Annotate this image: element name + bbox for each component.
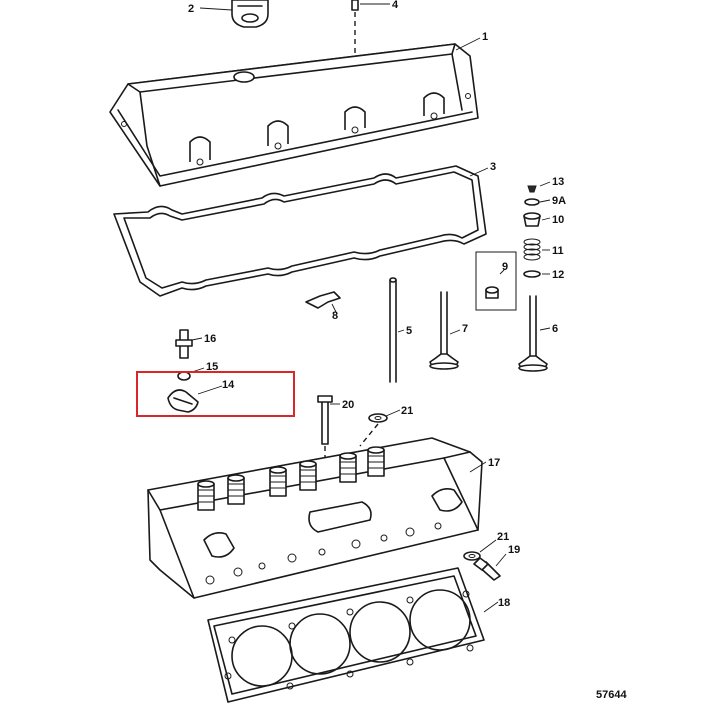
callout-20: 20 [342,399,354,411]
part-15-pivot-ball[interactable] [177,371,191,381]
part-4-bolt[interactable] [351,0,359,11]
part-1-rocker-cover[interactable] [109,43,479,187]
figure-number: 57644 [596,689,627,701]
callout-3: 3 [490,161,496,173]
callout-16: 16 [204,333,216,345]
callout-17: 17 [488,457,500,469]
part-2-oil-filler-cap[interactable] [231,0,269,28]
callout-21-lower: 21 [497,531,509,543]
callout-4: 4 [392,0,399,11]
callout-10: 10 [552,214,564,226]
callout-14: 14 [222,379,235,391]
callout-6: 6 [552,323,558,335]
callout-11: 11 [552,245,564,257]
callout-13: 13 [552,176,564,188]
callout-18: 18 [498,597,510,609]
part-9-valve-seal-box[interactable] [475,251,517,311]
part-12-shim[interactable] [523,270,541,278]
part-14-rocker-arm[interactable] [167,389,199,413]
part-16-rocker-stud[interactable] [175,329,193,359]
part-21-washer-upper[interactable] [368,413,388,423]
part-21-washer-lower[interactable] [463,551,481,561]
callout-9a: 9A [552,195,566,207]
callout-9: 9 [502,261,508,273]
callout-1: 1 [482,31,488,43]
part-6-valve[interactable] [518,295,548,372]
part-3-cover-gasket[interactable] [113,165,487,297]
callout-5: 5 [406,325,412,337]
highlight-box [136,371,295,417]
callout-21-upper: 21 [401,405,413,417]
part-13-valve-lock[interactable] [527,185,537,193]
callout-19: 19 [508,544,520,556]
callout-15: 15 [206,361,218,373]
callout-2: 2 [188,3,194,15]
callout-7: 7 [462,323,468,335]
part-8-baffle[interactable] [305,291,341,309]
part-5-pushrod[interactable] [389,277,397,383]
part-18-head-gasket[interactable] [207,567,485,703]
callout-12: 12 [552,269,564,281]
callout-8: 8 [332,310,338,322]
part-20-head-bolt[interactable] [317,395,333,445]
part-11-valve-spring[interactable] [523,238,541,261]
part-7-valve[interactable] [429,291,459,370]
part-17-cylinder-head[interactable] [147,437,483,599]
part-10-retainer[interactable] [523,212,541,227]
part-9a-cap[interactable] [524,198,540,206]
part-19-bolt[interactable] [473,557,501,581]
